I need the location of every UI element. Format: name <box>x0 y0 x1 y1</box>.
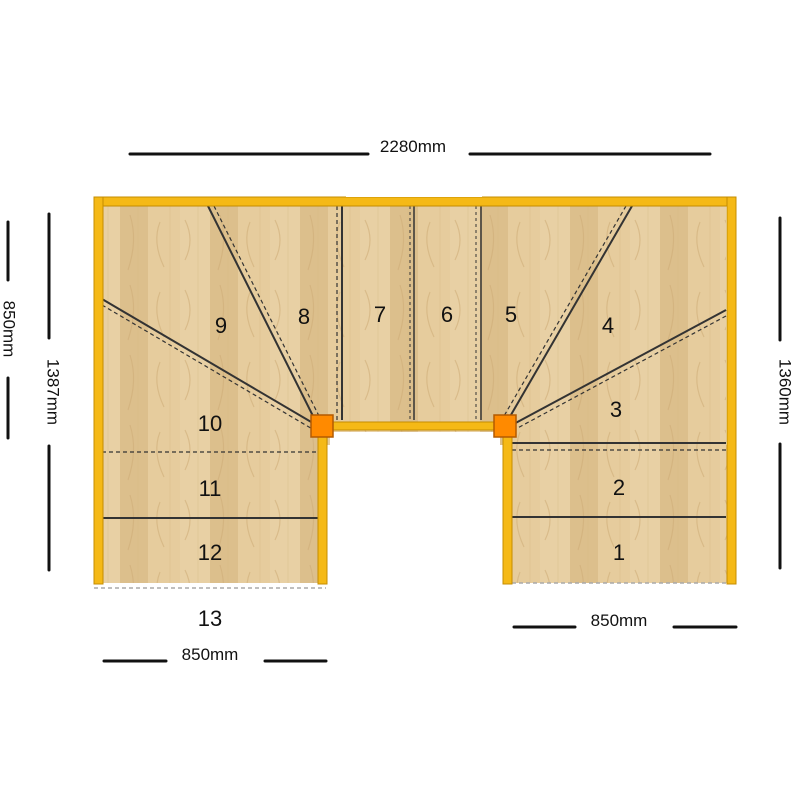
tread-line-8-9-nosing <box>213 205 323 423</box>
dimension-labels: 2280mm 850mm 1387mm 1360mm 850mm 850mm <box>0 137 795 664</box>
tread-line-3-4 <box>509 309 727 427</box>
step-label-6: 6 <box>441 302 453 327</box>
tread-line-9-10 <box>101 298 319 427</box>
top-stringer-inset <box>346 194 482 197</box>
left-outer-stringer <box>93 196 104 585</box>
dim-label-right-flight-width: 850mm <box>591 611 648 630</box>
step-label-10: 10 <box>198 411 222 436</box>
landing-trimmer <box>324 421 506 431</box>
step-label-5: 5 <box>505 302 517 327</box>
right-inner-stringer <box>502 429 513 585</box>
left-inner-stringer <box>317 429 328 585</box>
step-label-1: 1 <box>613 540 625 565</box>
left-flight-tread-area <box>102 445 319 583</box>
dim-label-left-outer-height: 850mm <box>0 301 19 358</box>
stringers <box>93 194 737 585</box>
dim-label-total-width: 2280mm <box>380 137 446 156</box>
dimension-annotations <box>6 152 782 663</box>
landing-gap <box>330 432 500 452</box>
left-newel-post <box>310 414 334 438</box>
right-flight-tread-area <box>509 445 727 583</box>
dim-label-left-inner-height: 1387mm <box>44 359 63 425</box>
dim-label-right-height: 1360mm <box>776 359 795 425</box>
step-numbers: 1 2 3 4 5 6 7 8 9 10 11 12 13 <box>198 302 625 631</box>
right-outer-stringer <box>726 196 737 585</box>
tread-line-3-4-nosing <box>511 315 727 432</box>
right-newel-post <box>493 414 517 438</box>
tread-line-4-5 <box>507 205 633 421</box>
step-label-13: 13 <box>198 606 222 631</box>
tread-line-4-5-nosing <box>503 205 627 417</box>
tread-line-8-9 <box>207 205 319 427</box>
step-label-7: 7 <box>374 302 386 327</box>
tread-lines <box>94 205 727 589</box>
step-label-12: 12 <box>198 540 222 565</box>
step-label-9: 9 <box>215 313 227 338</box>
step-label-11: 11 <box>199 476 222 501</box>
step-label-2: 2 <box>613 475 625 500</box>
step-label-4: 4 <box>602 313 614 338</box>
step-label-3: 3 <box>610 397 622 422</box>
tread-line-9-10-nosing <box>101 304 315 431</box>
step-label-8: 8 <box>298 304 310 329</box>
top-stringer <box>93 196 737 207</box>
dim-label-left-flight-width: 850mm <box>182 645 239 664</box>
